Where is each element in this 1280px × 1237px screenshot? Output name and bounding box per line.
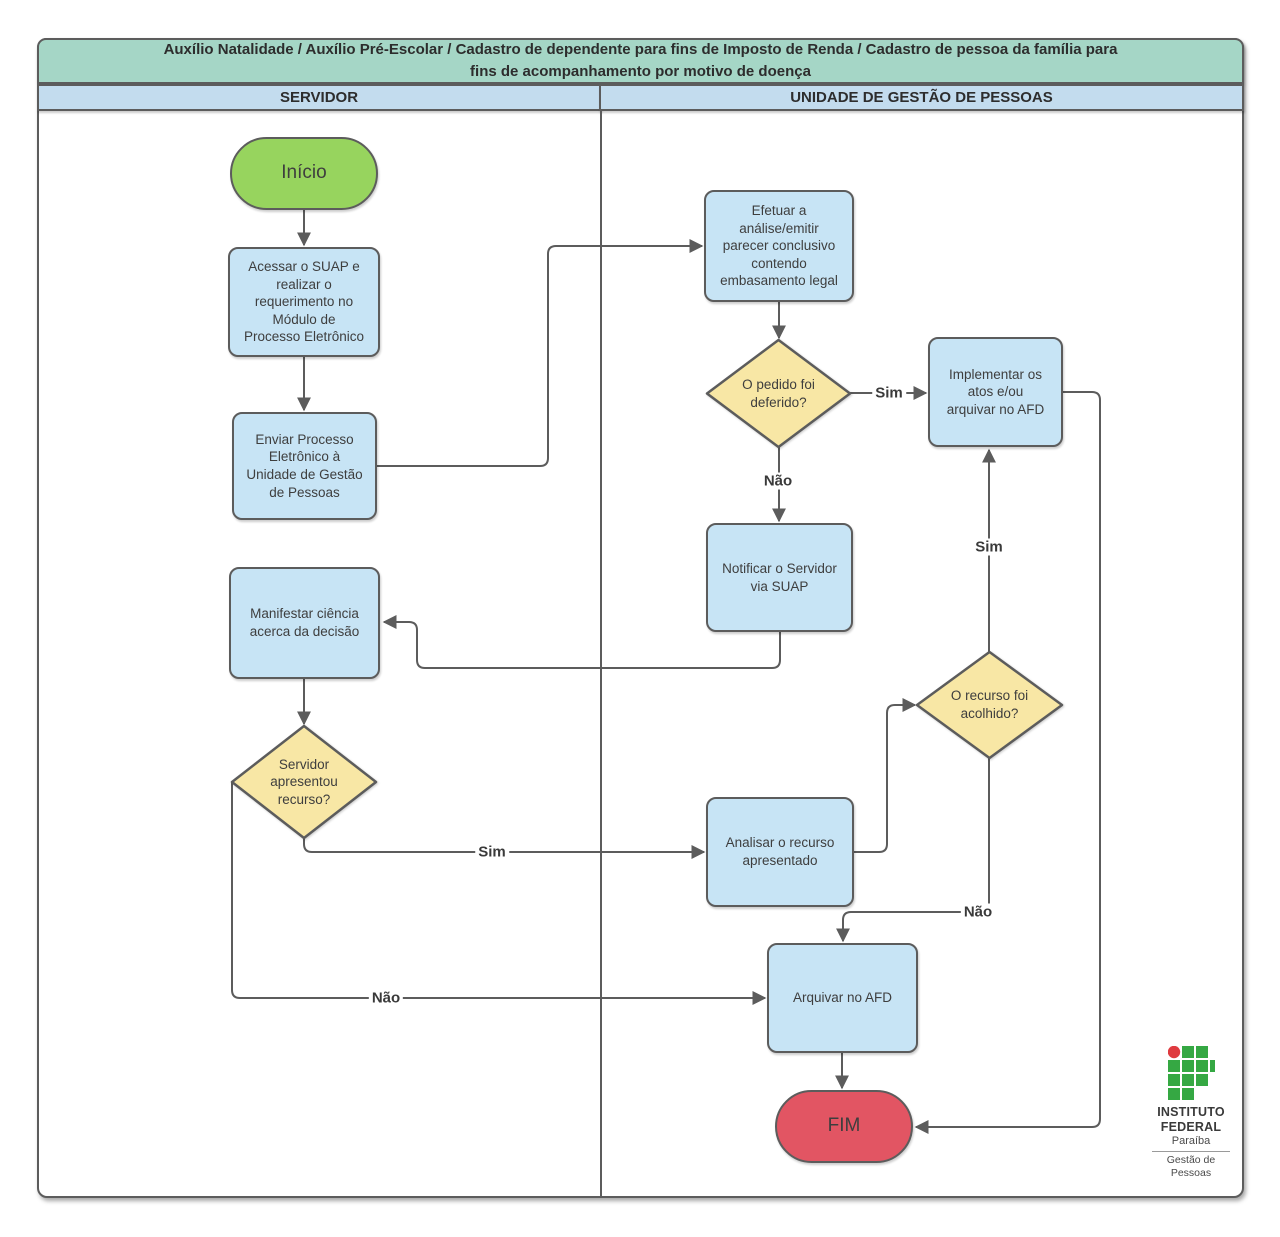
edge-recurso-sim-analisar-label: Sim (475, 843, 509, 861)
decision-pedido-deferido-shape (705, 338, 852, 449)
flowchart-title: Auxílio Natalidade / Auxílio Pré-Escolar… (163, 41, 1118, 80)
decision-pedido-deferido: O pedido foi deferido? (707, 340, 850, 447)
ifpb-logo: INSTITUTO FEDERAL Paraíba Gestão de Pess… (1147, 1046, 1235, 1179)
ifpb-logo-divider (1152, 1151, 1230, 1153)
decision-servidor-recurso-label: Servidor apresentou recurso? (270, 756, 338, 807)
edge-recurso-sim-analisar (303, 838, 706, 859)
lane-header-servidor-label: SERVIDOR (279, 89, 359, 106)
ifpb-logo-department: Gestão de Pessoas (1166, 1154, 1216, 1179)
ifpb-logo-region: Paraíba (1171, 1134, 1211, 1147)
edge-notificar-manifestar (382, 615, 781, 669)
edge-enviar-efetuar (377, 239, 704, 467)
edge-analisar-acolhido (854, 698, 917, 853)
node-implementar-atos: Implementar os atos e/ou arquivar no AFD (928, 337, 1063, 447)
lane-header-gestao-pessoas-label: UNIDADE DE GESTÃO DE PESSOAS (790, 89, 1053, 106)
node-arquivar-afd: Arquivar no AFD (767, 943, 918, 1053)
edge-recurso-nao-arquivar-label: Não (368, 989, 404, 1007)
edge-recurso-nao-arquivar (231, 782, 767, 1005)
flowchart-title-bar: Auxílio Natalidade / Auxílio Pré-Escolar… (37, 38, 1244, 84)
edge-deferido-nao-notificar-label: Não (760, 472, 796, 490)
ifpb-logo-name-top: INSTITUTO (1157, 1105, 1225, 1119)
lane-header-servidor: SERVIDOR (37, 84, 601, 111)
decision-recurso-acolhido-shape (915, 650, 1064, 760)
node-inicio-label: Início (281, 162, 327, 184)
node-acessar-suap: Acessar o SUAP e realizar o requerimento… (228, 247, 380, 357)
node-efetuar-analise-label: Efetuar a análise/emitir parecer conclus… (720, 203, 838, 289)
edge-acolhido-nao-arquivar-label: Não (960, 903, 996, 921)
node-arquivar-afd-label: Arquivar no AFD (792, 990, 893, 1006)
node-analisar-recurso: Analisar o recurso apresentado (706, 797, 854, 907)
edge-implementar-fim (914, 391, 1101, 1134)
node-acessar-suap-label: Acessar o SUAP e realizar o requerimento… (243, 259, 365, 345)
ifpb-logo-icon (1167, 1046, 1215, 1100)
node-notificar-servidor: Notificar o Servidor via SUAP (706, 523, 853, 632)
node-fim-label: FIM (827, 1115, 861, 1137)
node-fim: FIM (775, 1090, 913, 1163)
node-manifestar-ciencia: Manifestar ciência acerca da decisão (229, 567, 380, 679)
edge-deferido-sim-implementar-label: Sim (872, 384, 906, 402)
node-analisar-recurso-label: Analisar o recurso apresentado (725, 835, 835, 868)
node-enviar-processo: Enviar Processo Eletrônico à Unidade de … (232, 412, 377, 520)
decision-recurso-acolhido-label: O recurso foi acolhido? (950, 688, 1029, 721)
node-notificar-servidor-label: Notificar o Servidor via SUAP (722, 560, 837, 594)
decision-servidor-recurso: Servidor apresentou recurso? (232, 726, 376, 838)
node-manifestar-ciencia-label: Manifestar ciência acerca da decisão (249, 606, 360, 639)
decision-recurso-acolhido: O recurso foi acolhido? (917, 652, 1062, 758)
ifpb-logo-name-bottom: FEDERAL (1160, 1119, 1222, 1134)
node-enviar-processo-label: Enviar Processo Eletrônico à Unidade de … (246, 431, 363, 500)
decision-servidor-recurso-shape (230, 724, 378, 840)
node-inicio: Início (230, 137, 378, 210)
lane-header-gestao-pessoas: UNIDADE DE GESTÃO DE PESSOAS (599, 84, 1244, 111)
edge-acolhido-sim-implementar-label: Sim (972, 538, 1006, 556)
node-efetuar-analise: Efetuar a análise/emitir parecer conclus… (704, 190, 854, 302)
decision-pedido-deferido-label: O pedido foi deferido? (742, 376, 815, 410)
node-implementar-atos-label: Implementar os atos e/ou arquivar no AFD (946, 366, 1045, 417)
